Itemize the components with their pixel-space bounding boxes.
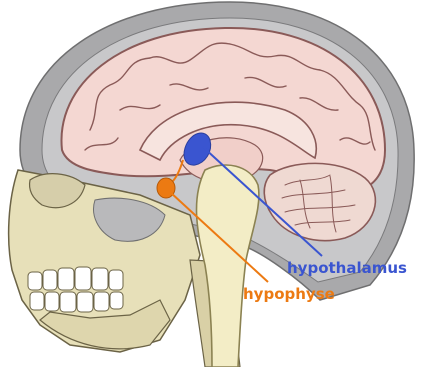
hypothalamus-label: hypothalamus [287,259,407,277]
hypophyse-label: hypophyse [243,285,335,303]
